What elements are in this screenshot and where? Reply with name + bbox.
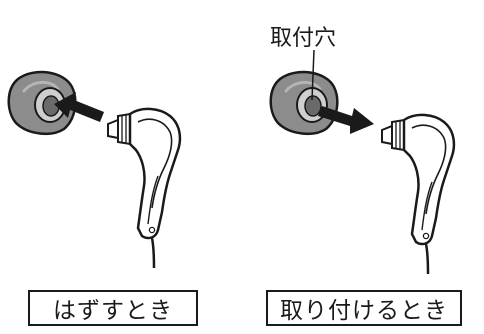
left-earphone bbox=[106, 107, 182, 270]
right-earphone bbox=[380, 113, 456, 276]
attach-caption: 取り付けるとき bbox=[266, 290, 462, 326]
right-arrow bbox=[318, 106, 374, 134]
left-arrow bbox=[54, 92, 104, 122]
right-panel bbox=[269, 49, 456, 276]
hole-label: 取付穴 bbox=[270, 26, 337, 51]
remove-caption: はずすとき bbox=[28, 290, 198, 326]
right-ear-tip bbox=[269, 70, 339, 136]
hole-callout-line bbox=[311, 49, 315, 101]
left-panel bbox=[7, 70, 182, 270]
